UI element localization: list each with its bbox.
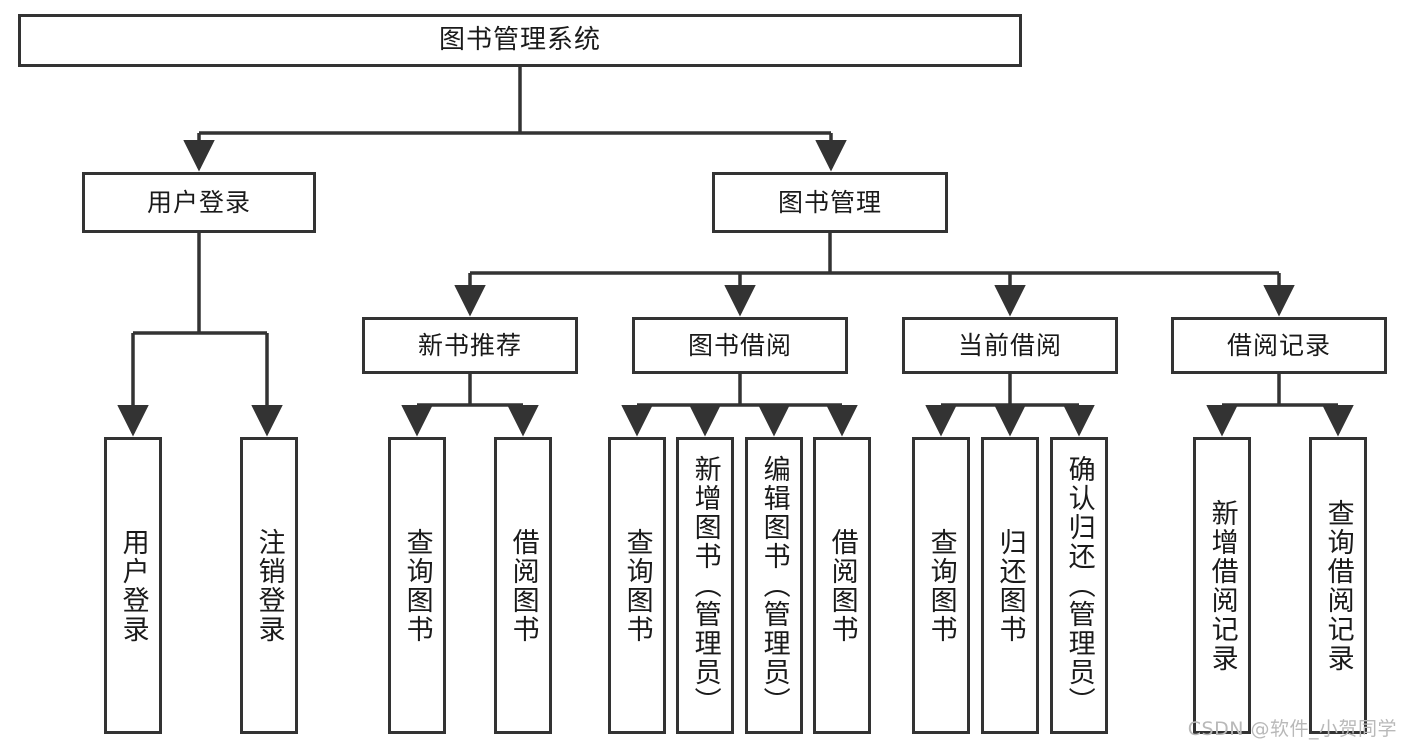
leaf-borrow-add-book-admin-label: 新增图书（管理员） (689, 455, 721, 716)
csdn-watermark: CSDN @软件_小贺同学 (1187, 718, 1397, 740)
leaf-borrow-borrow-book[interactable]: 借阅图书 (813, 437, 871, 734)
node-book-borrow-label: 图书借阅 (687, 330, 792, 360)
leaf-current-confirm-return-admin-label: 确认归还（管理员） (1063, 455, 1095, 716)
leaf-recommend-query-book-label: 查询图书 (401, 527, 433, 644)
leaf-record-add-record[interactable]: 新增借阅记录 (1193, 437, 1251, 734)
node-current-borrow-label: 当前借阅 (957, 330, 1062, 360)
node-new-book-recommend[interactable]: 新书推荐 (362, 317, 578, 374)
node-current-borrow[interactable]: 当前借阅 (902, 317, 1118, 374)
leaf-current-confirm-return-admin[interactable]: 确认归还（管理员） (1050, 437, 1108, 734)
leaf-current-return-book[interactable]: 归还图书 (981, 437, 1039, 734)
node-user-login-label: 用户登录 (146, 187, 251, 217)
node-book-management[interactable]: 图书管理 (712, 172, 948, 233)
leaf-borrow-query-book[interactable]: 查询图书 (608, 437, 666, 734)
node-borrow-record[interactable]: 借阅记录 (1171, 317, 1387, 374)
node-root-system-label: 图书管理系统 (438, 24, 601, 55)
leaf-recommend-borrow-book[interactable]: 借阅图书 (494, 437, 552, 734)
leaf-recommend-query-book[interactable]: 查询图书 (388, 437, 446, 734)
leaf-user-login-signin-label: 用户登录 (117, 527, 149, 644)
leaf-borrow-add-book-admin[interactable]: 新增图书（管理员） (676, 437, 734, 734)
node-book-borrow[interactable]: 图书借阅 (632, 317, 848, 374)
leaf-record-add-record-label: 新增借阅记录 (1206, 498, 1238, 673)
leaf-borrow-query-book-label: 查询图书 (621, 527, 653, 644)
leaf-borrow-edit-book-admin-label: 编辑图书（管理员） (758, 455, 790, 716)
leaf-record-query-record-label: 查询借阅记录 (1322, 498, 1354, 673)
leaf-current-query-book-label: 查询图书 (925, 527, 957, 644)
leaf-user-login-signout[interactable]: 注销登录 (240, 437, 298, 734)
leaf-recommend-borrow-book-label: 借阅图书 (507, 527, 539, 644)
node-root-system[interactable]: 图书管理系统 (18, 14, 1022, 67)
leaf-borrow-borrow-book-label: 借阅图书 (826, 527, 858, 644)
node-book-management-label: 图书管理 (777, 187, 882, 217)
leaf-user-login-signout-label: 注销登录 (253, 527, 285, 644)
node-borrow-record-label: 借阅记录 (1226, 330, 1331, 360)
leaf-borrow-edit-book-admin[interactable]: 编辑图书（管理员） (745, 437, 803, 734)
leaf-current-return-book-label: 归还图书 (994, 527, 1026, 644)
node-new-book-recommend-label: 新书推荐 (417, 330, 522, 360)
leaf-record-query-record[interactable]: 查询借阅记录 (1309, 437, 1367, 734)
leaf-user-login-signin[interactable]: 用户登录 (104, 437, 162, 734)
leaf-current-query-book[interactable]: 查询图书 (912, 437, 970, 734)
node-user-login[interactable]: 用户登录 (82, 172, 316, 233)
